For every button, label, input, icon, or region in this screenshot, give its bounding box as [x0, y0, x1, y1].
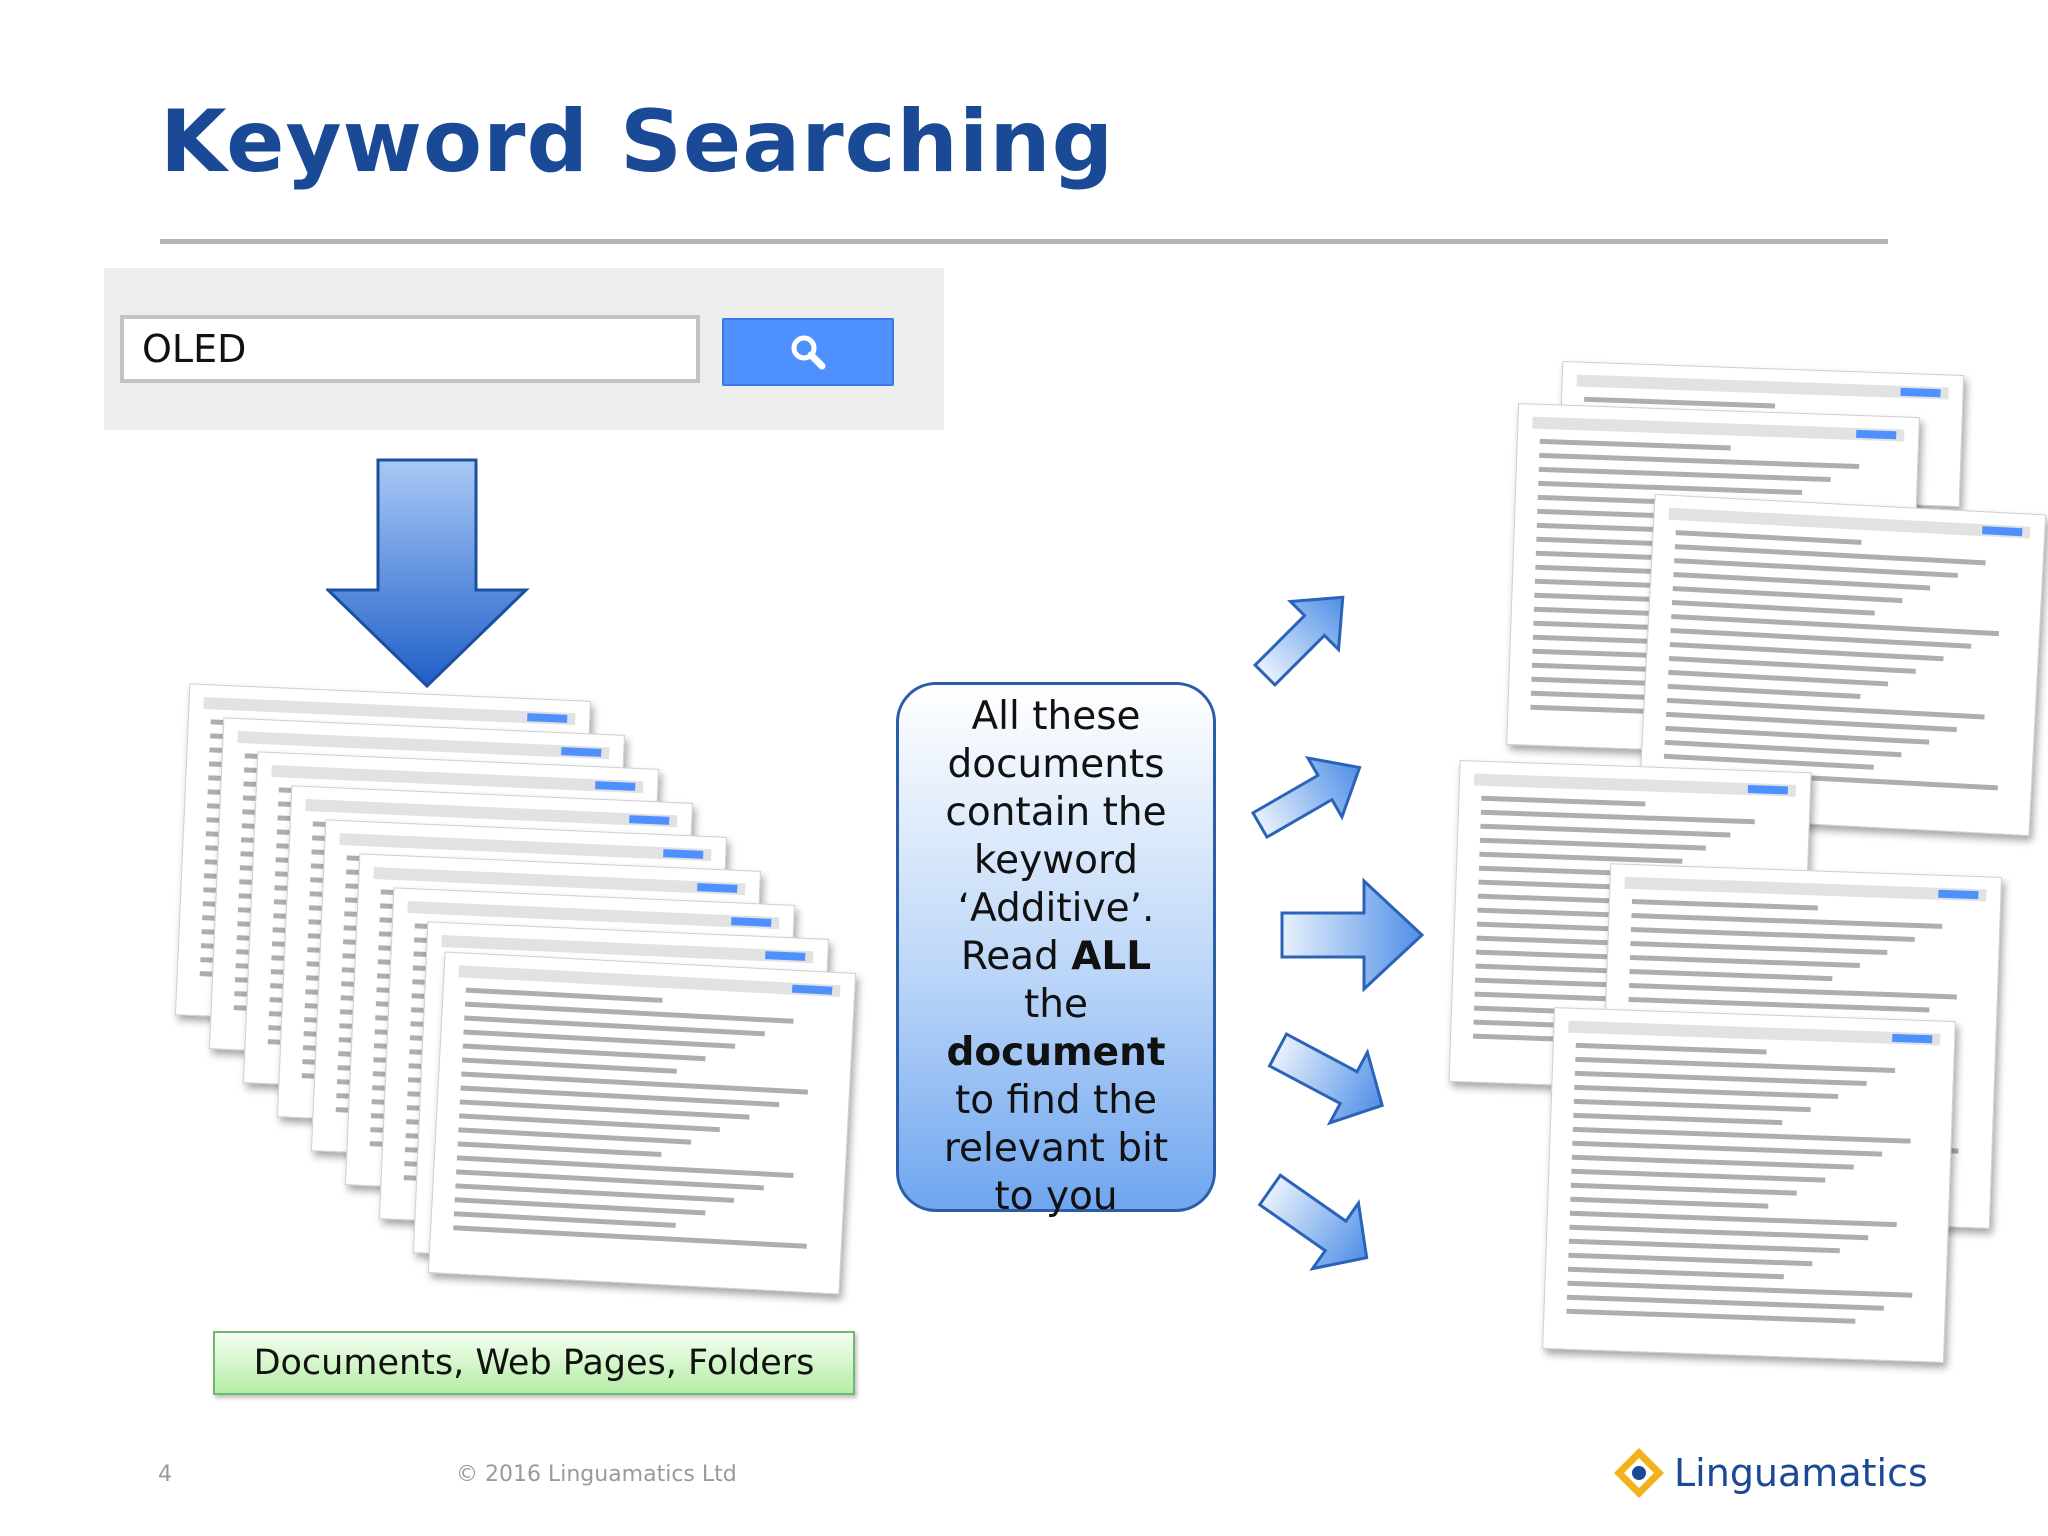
search-button[interactable]: [722, 318, 894, 386]
slide-number: 4: [158, 1462, 172, 1487]
brand-logo: Linguamatics: [1612, 1446, 1928, 1500]
brand-diamond-icon: [1614, 1448, 1664, 1498]
callout-line: the: [1023, 982, 1088, 1027]
arrow-up-right-2: [1250, 755, 1362, 840]
arrow-up-right-1: [1252, 595, 1345, 688]
arrow-down-right-1: [1267, 1032, 1385, 1126]
callout-line: contain the: [945, 790, 1167, 835]
callout-line: document: [946, 1030, 1166, 1075]
callout-line: All these: [971, 694, 1141, 739]
callout-line: ‘Additive’.: [957, 886, 1155, 931]
callout-line: Read ALL: [960, 934, 1152, 979]
search-icon: [791, 335, 826, 370]
arrow-down-right-2: [1257, 1173, 1369, 1271]
arrow-right: [1280, 877, 1425, 993]
callout-line: keyword: [973, 838, 1139, 883]
brand-name: Linguamatics: [1674, 1451, 1928, 1495]
callout-line: relevant bit: [943, 1126, 1169, 1171]
title-divider: [160, 239, 1888, 244]
document-page: [427, 951, 857, 1295]
down-arrow-icon: [326, 458, 530, 689]
callout-line: to find the: [955, 1078, 1157, 1123]
callout-line: documents: [947, 742, 1165, 787]
documents-label: Documents, Web Pages, Folders: [213, 1331, 855, 1395]
document-page: [1542, 1007, 1956, 1363]
slide-title: Keyword Searching: [160, 92, 1115, 192]
search-input[interactable]: OLED: [120, 315, 700, 383]
copyright-text: © 2016 Linguamatics Ltd: [456, 1462, 737, 1487]
callout-line: to you: [994, 1174, 1118, 1219]
fan-arrows: [1250, 595, 1425, 1271]
